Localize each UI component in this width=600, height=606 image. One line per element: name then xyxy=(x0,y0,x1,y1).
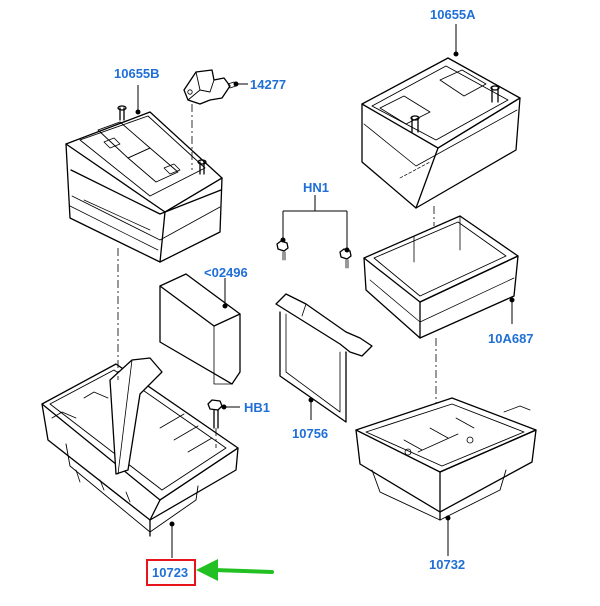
bolt-hb1 xyxy=(207,399,223,429)
label-hn1: HN1 xyxy=(303,180,330,195)
battery-tray-10723 xyxy=(41,357,239,537)
leader-hn1 xyxy=(282,195,348,250)
nuts-hn1 xyxy=(276,240,352,269)
label-10756: 10756 xyxy=(292,426,329,441)
battery-10655b xyxy=(65,105,223,263)
label-14277: 14277 xyxy=(250,77,287,92)
label-02496: <02496 xyxy=(204,265,248,280)
label-10732: 10732 xyxy=(429,557,466,572)
label-10655b: 10655B xyxy=(114,66,160,81)
label-hb1: HB1 xyxy=(244,400,271,415)
battery-box-10a687 xyxy=(363,215,519,339)
pointer-arrow xyxy=(196,559,274,581)
label-10723[interactable]: 10723 xyxy=(152,565,189,580)
battery-tray-10732 xyxy=(355,397,537,521)
clamp-14277 xyxy=(183,69,237,105)
insulator-02496 xyxy=(159,273,241,385)
highlight-box-10723 xyxy=(146,559,196,586)
battery-10655a xyxy=(361,57,521,209)
label-10a687: 10A687 xyxy=(488,331,534,346)
label-10655a: 10655A xyxy=(430,7,476,22)
hold-down-10756 xyxy=(275,293,373,423)
